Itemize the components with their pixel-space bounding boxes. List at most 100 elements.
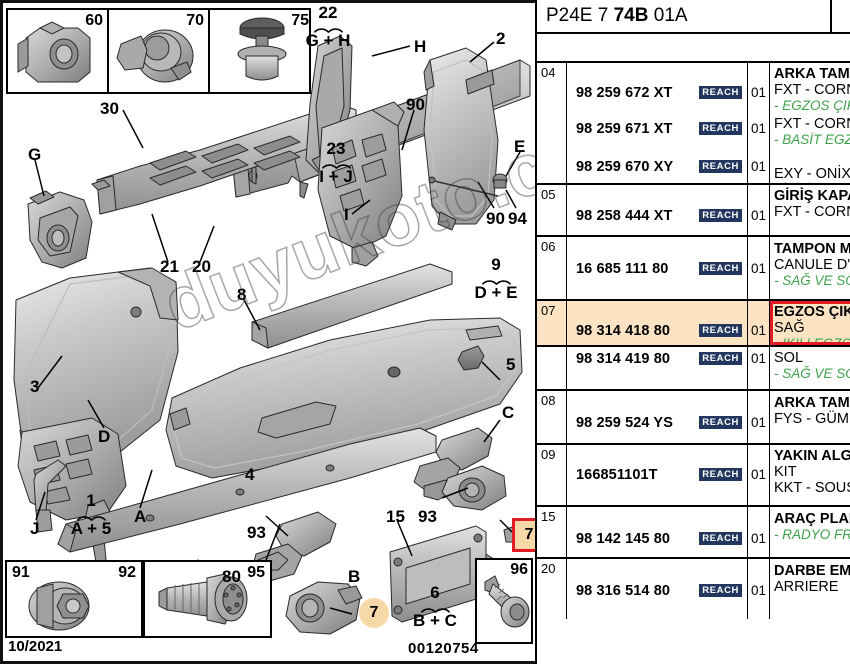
table-row[interactable]: 06 16 685 111 80 REACH 01 TAMPON MESNET … — [537, 237, 850, 301]
part-number: 98 316 514 80 — [576, 583, 671, 599]
parts-diagram: 60 70 — [0, 0, 535, 664]
part-number: 98 259 671 XT — [576, 121, 673, 137]
row-index-cell: 05 — [537, 185, 567, 235]
catalog-code-suffix: 01A — [648, 5, 688, 26]
part-number-cell: 98 258 444 XT REACH — [567, 185, 748, 235]
quantity: 01 — [751, 531, 767, 546]
table-row[interactable]: 08 98 259 524 YS REACH 01 ARKA TAMPON Gİ… — [537, 391, 850, 445]
part-number-cell: 98 259 524 YS REACH — [567, 391, 748, 443]
description-note: - BASİT EGZOZ ÇIK — [774, 132, 850, 147]
label-93-right: 93 — [418, 507, 437, 526]
description-line: FXT - CORNELIE S — [774, 82, 850, 98]
table-row[interactable]: 05 98 258 444 XT REACH 01 GİRİŞ KAPAĞI F… — [537, 185, 850, 237]
part-number-cell: 98 142 145 80 REACH — [567, 507, 748, 557]
description-title: GİRİŞ KAPAĞI — [774, 188, 850, 204]
table-subheader-blank — [537, 34, 850, 63]
brace-glyph-6: ︵︵ — [420, 598, 450, 615]
quantity-cell: 01 — [748, 391, 770, 443]
part-number-cell: 16 685 111 80 REACH — [567, 237, 748, 299]
inset-box-95: 95 — [143, 560, 272, 638]
catalog-code-prefix: P24E 7 — [546, 5, 614, 26]
description-line: SAĞ — [774, 320, 805, 336]
row-index-cell: 06 — [537, 237, 567, 299]
diagram-border-left — [0, 0, 3, 664]
quantity: 01 — [751, 323, 767, 338]
quantity-cell: 01 — [748, 237, 770, 299]
header-divider — [830, 0, 832, 32]
quantity: 01 — [751, 583, 767, 598]
brace-sum-22: G + H — [305, 31, 351, 50]
part-number: 98 314 418 80 — [576, 323, 671, 339]
quantity: 01 — [751, 467, 767, 482]
reference-number: 00120754 — [408, 640, 479, 657]
row-index: 15 — [541, 509, 556, 524]
row-index-cell: 20 — [537, 559, 567, 619]
parts-table-panel: P24E 7 74B 01A 04 98 259 672 XT REACH 98… — [535, 0, 850, 664]
description-line: EXY - ONİX SİYAH — [774, 166, 850, 182]
table-row[interactable]: 04 98 259 672 XT REACH 98 259 671 XT REA… — [537, 63, 850, 185]
table-row[interactable]: 20 98 316 514 80 REACH 01 DARBE EMİCİSİ … — [537, 559, 850, 619]
callout-7-highlighted[interactable]: 7 — [512, 518, 535, 552]
quantity-cell: 01 — [748, 507, 770, 557]
label-G: G — [28, 145, 42, 164]
part-number: 98 259 670 XY — [576, 159, 674, 175]
row-index: 06 — [541, 239, 556, 254]
brace-group-1: 1 ︵︵ A + 5 — [54, 492, 128, 537]
description-line-2: KKT - SOUS APRET — [774, 480, 850, 496]
quantity-cell: 01 — [748, 301, 770, 345]
brace-glyph-23: ︵︵ — [321, 154, 351, 171]
part-image-70 — [116, 29, 194, 83]
reach-badge: REACH — [699, 160, 742, 173]
description-title: ARAÇ PLAKASI ME — [774, 511, 850, 527]
description-cell: TAMPON MESNET CANULE D'ECHAPP - SAĞ VE S… — [770, 237, 850, 299]
row-index-cell: 09 — [537, 445, 567, 505]
part-number: 16 685 111 80 — [576, 261, 669, 277]
callout-7-plain[interactable]: 7 — [359, 598, 389, 628]
catalog-code: P24E 7 74B 01A — [537, 5, 688, 27]
row-index-cell: 15 — [537, 507, 567, 557]
inset-cell-60: 60 — [8, 10, 109, 92]
reach-badge: REACH — [699, 584, 742, 597]
inset-number-91: 91 — [12, 564, 30, 581]
description-note: - EGZOS ÇIKIŞI YO — [774, 98, 850, 113]
part-number: 166851101T — [576, 467, 658, 483]
label-E: E — [514, 137, 526, 156]
label-15: 15 — [386, 507, 405, 526]
part-image-96 — [484, 575, 530, 628]
description-cell: GİRİŞ KAPAĞI FXT - CORNELIE S — [770, 185, 850, 235]
description-note: - SAĞ VE SOL ARK — [774, 273, 850, 288]
table-row[interactable]: 15 98 142 145 80 REACH 01 ARAÇ PLAKASI M… — [537, 507, 850, 559]
diagram-border-top — [0, 0, 535, 3]
inset-number-75: 75 — [291, 12, 309, 29]
quantity: 01 — [751, 261, 767, 276]
description-line: CANULE D'ECHAPP — [774, 257, 850, 273]
row-index: 07 — [541, 303, 556, 318]
date-stamp: 10/2021 — [8, 638, 63, 655]
table-row-highlighted[interactable]: 07 98 314 418 80 REACH 01 EGZOS ÇIKIŞ KÜ… — [537, 301, 850, 347]
row-index: 09 — [541, 447, 556, 462]
reach-badge: REACH — [699, 468, 742, 481]
diagram-border-bottom — [0, 661, 535, 664]
quantity-cell: 01 — [748, 185, 770, 235]
label-I: I — [344, 205, 349, 224]
table-row[interactable]: 98 314 419 80 REACH 01 SOL - SAĞ VE SOL … — [537, 347, 850, 391]
table-row[interactable]: 09 166851101T REACH 01 YAKIN ALGILAYICIS… — [537, 445, 850, 507]
brace-group-9: 9 ︵︵ D + E — [462, 256, 530, 301]
brace-sum-1: A + 5 — [70, 519, 112, 538]
inset-number-96: 96 — [510, 561, 528, 578]
label-80: 80 — [222, 567, 241, 586]
reach-badge: REACH — [699, 324, 742, 337]
part-number-cell: 98 314 418 80 REACH — [567, 301, 748, 345]
label-20: 20 — [192, 257, 211, 276]
table-header: P24E 7 74B 01A — [537, 0, 850, 34]
brace-sum-9: D + E — [474, 283, 518, 302]
brace-group-22: 22 ︵︵ G + H — [292, 4, 364, 49]
part-number: 98 259 672 XT — [576, 85, 673, 101]
description-cell: ARKA TAMPON GİY FYS - GÜMÜŞ KRO — [770, 391, 850, 443]
reach-badge: REACH — [699, 122, 742, 135]
brace-group-6: 6 ︵︵ B + C — [398, 584, 472, 629]
reach-badge: REACH — [699, 352, 742, 365]
description-cell: EGZOS ÇIKIŞ KÜÇÜ SAĞ - IKILI EGZOZ ÇIKIŞ — [770, 301, 850, 345]
diagram-artwork — [13, 35, 535, 637]
description-cell: YAKIN ALGILAYICIS KIT KKT - SOUS APRET — [770, 445, 850, 505]
